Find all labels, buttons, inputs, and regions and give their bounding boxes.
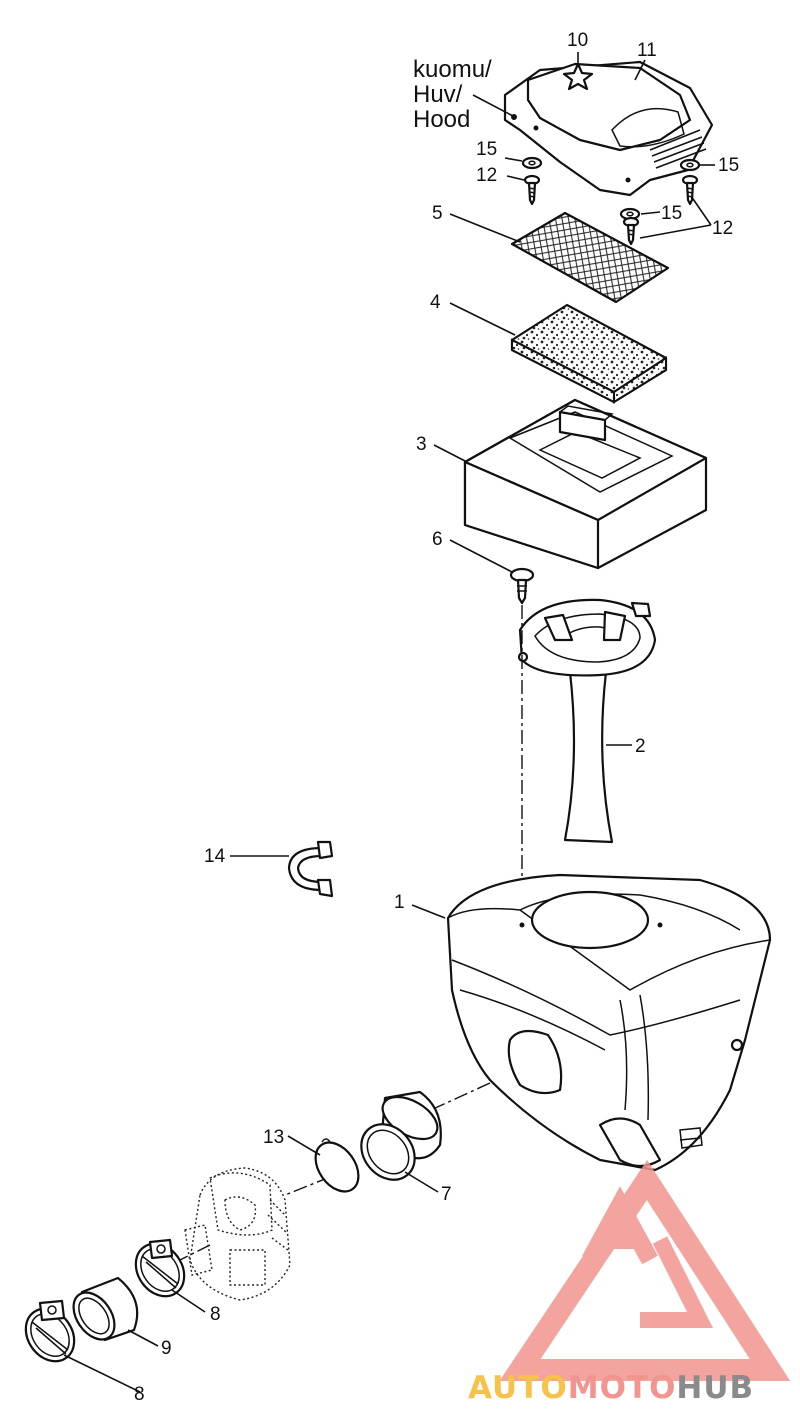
carburetor-outline [184, 1167, 291, 1301]
push-pin-part-6 [509, 567, 535, 605]
assembly-axis-line [284, 1082, 491, 1196]
foam-filter-part-4 [510, 303, 668, 404]
hood-part-11 [503, 60, 714, 197]
leader-lines [63, 52, 715, 1393]
screw-part-12-center [622, 216, 640, 246]
filter-frame-part-3 [463, 398, 708, 570]
label-part-12: 12 [476, 165, 497, 186]
label-part-11: 11 [637, 40, 657, 61]
label-part-5: 5 [432, 203, 443, 224]
assembly-axis-line [179, 1244, 211, 1261]
label-hood-fi: kuomu/ [413, 56, 492, 83]
screw-part-12-left [523, 174, 541, 206]
watermark-moto: MOTO [568, 1370, 677, 1406]
label-part-6: 6 [432, 529, 443, 550]
sleeve-part-9 [72, 1276, 139, 1342]
mesh-filter-part-5 [510, 211, 670, 304]
automotohub-logo [499, 1159, 791, 1381]
label-part-3: 3 [416, 434, 427, 455]
label-part-12: 12 [712, 218, 733, 239]
label-part-9: 9 [161, 1338, 172, 1359]
star-marker-part-10 [562, 62, 594, 91]
label-part-15: 15 [476, 139, 497, 160]
label-hood-en: Hood [413, 106, 470, 133]
label-part-1: 1 [394, 892, 405, 913]
label-part-15: 15 [661, 203, 682, 224]
label-part-8: 8 [134, 1384, 145, 1405]
washer-part-15-right [679, 158, 701, 172]
screw-part-12-right [681, 174, 699, 206]
label-part-10: 10 [567, 30, 588, 51]
washer-part-15-left [521, 156, 543, 170]
label-part-8: 8 [210, 1304, 221, 1325]
watermark-hub: HUB [676, 1370, 754, 1406]
label-part-15: 15 [718, 155, 739, 176]
label-hood-sv: Huv/ [413, 81, 463, 108]
watermark-text: AUTOMOTOHUB [468, 1370, 754, 1406]
hose-clamp-part-8-upper [134, 1238, 186, 1298]
gasket-part-13 [314, 1138, 360, 1193]
watermark-auto: AUTO [468, 1370, 568, 1406]
label-part-7: 7 [441, 1184, 452, 1205]
label-part-14: 14 [204, 846, 226, 867]
label-part-4: 4 [430, 292, 441, 313]
hose-clamp-part-8-lower [24, 1299, 76, 1363]
label-part-2: 2 [635, 736, 646, 757]
rubber-boot-part-7 [360, 1090, 442, 1181]
clip-part-14 [287, 840, 334, 898]
airbox-part-1 [446, 873, 772, 1172]
intake-duct-part-2 [517, 598, 657, 844]
label-part-13: 13 [263, 1127, 284, 1148]
